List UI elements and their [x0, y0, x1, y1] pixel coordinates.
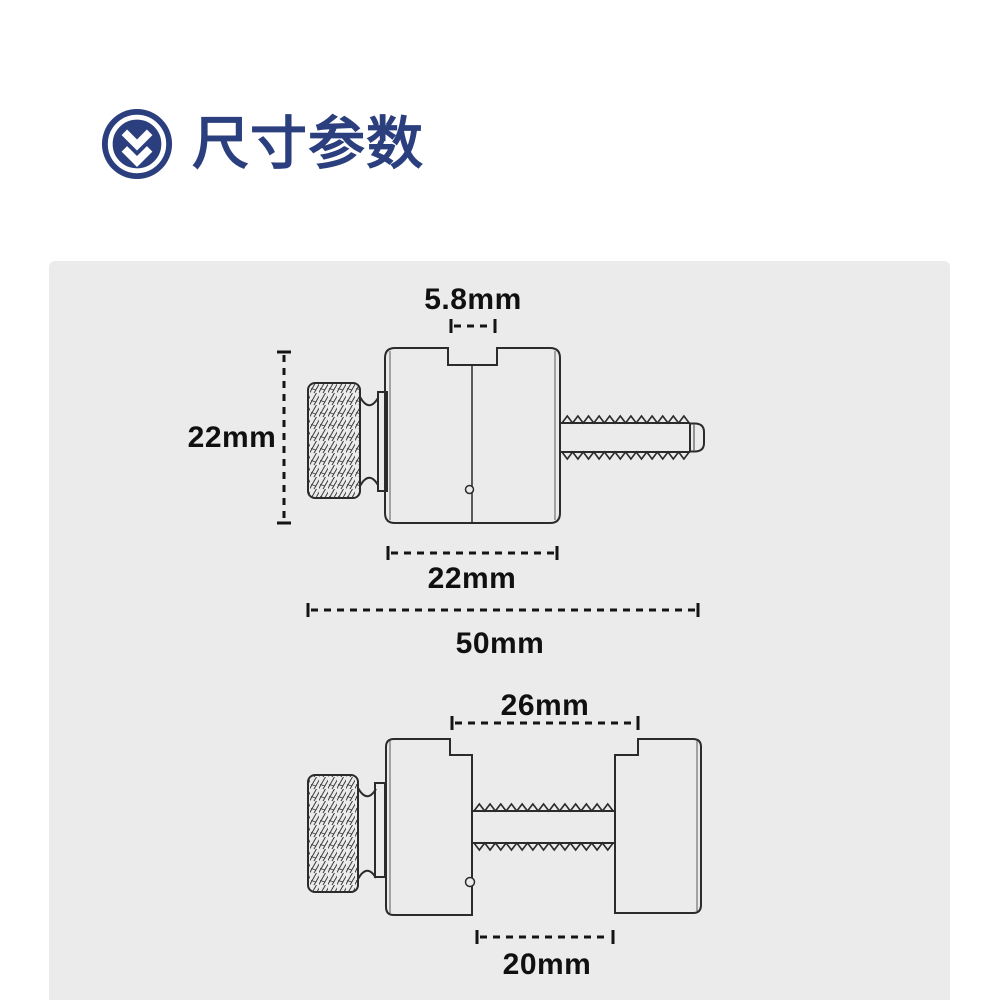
dim-label-height: 22mm	[187, 421, 277, 454]
knurled-knob	[307, 382, 361, 499]
clamp-body	[384, 347, 561, 524]
dim-label-opening-top: 26mm	[500, 689, 590, 722]
open-view-dimension-lines	[450, 716, 640, 944]
dim-label-slot-width: 5.8mm	[424, 283, 522, 316]
rod-threads-top	[473, 802, 614, 813]
knob-neck	[359, 396, 379, 407]
left-jaw-block	[385, 738, 473, 916]
knob-flange	[374, 782, 386, 878]
chevron-down-icon	[121, 129, 153, 151]
threaded-rod	[472, 810, 615, 844]
knob-flange	[377, 391, 388, 492]
open-view-drawing	[307, 738, 702, 916]
rod-tip-cap	[689, 422, 705, 453]
right-jaw-block	[614, 738, 702, 914]
chevron-down-icon	[121, 146, 153, 168]
pivot-detail	[464, 484, 475, 495]
closed-view-drawing	[307, 347, 705, 524]
knob-neck	[357, 869, 377, 880]
double-chevron-down-badge-icon	[101, 108, 173, 180]
section-header: 尺寸参数	[100, 106, 424, 182]
dim-label-body-width: 22mm	[427, 562, 517, 595]
spec-panel: 5.8mm 22mm 22mm 50mm 26mm 20mm	[49, 261, 950, 1000]
page-title: 尺寸参数	[192, 112, 424, 176]
body-bevel-lines	[389, 351, 556, 520]
threaded-rod	[560, 422, 690, 453]
knob-neck	[359, 476, 379, 487]
technical-drawing	[277, 319, 705, 944]
dim-label-total-length: 50mm	[455, 627, 545, 660]
rod-threads-bottom	[473, 841, 614, 852]
closed-view-dimension-lines	[277, 319, 700, 617]
dim-label-opening-bottom: 20mm	[502, 948, 592, 981]
knurled-knob	[307, 774, 359, 893]
rod-threads-bottom	[561, 450, 690, 461]
knob-neck	[357, 787, 377, 798]
pivot-detail	[464, 876, 476, 888]
rod-threads-top	[561, 414, 690, 425]
